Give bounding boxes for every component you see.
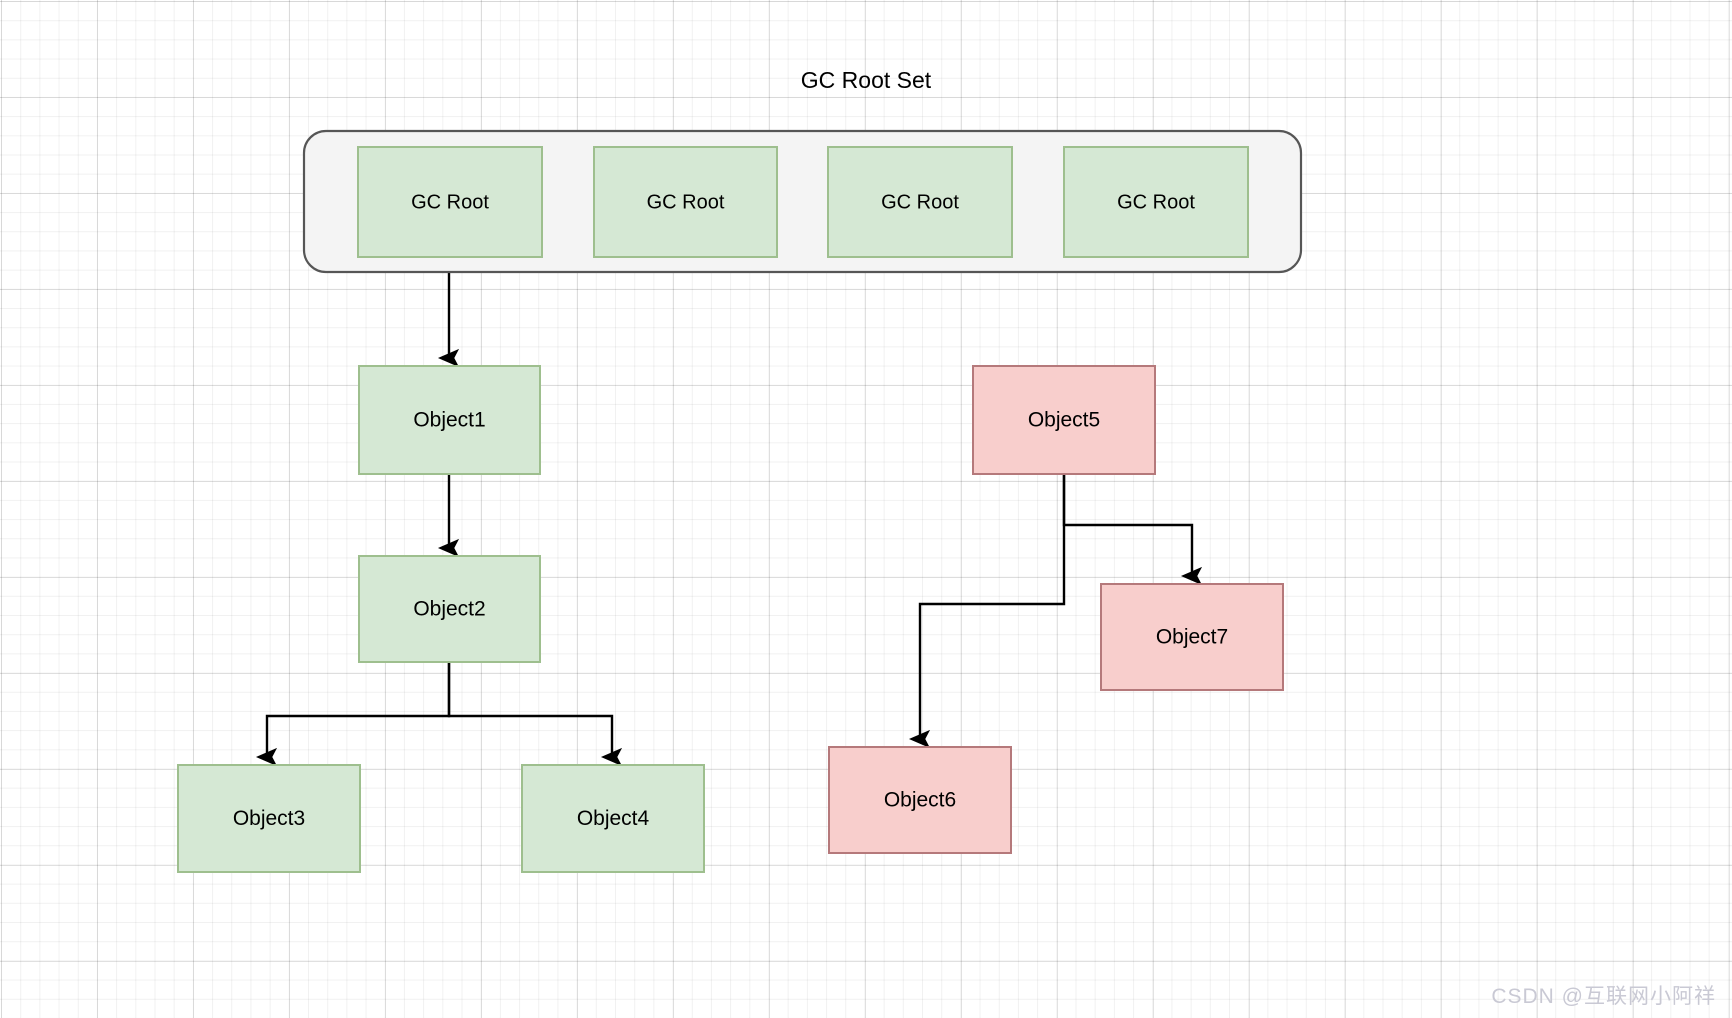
- node-object5[interactable]: Object5: [972, 365, 1156, 475]
- node-object4[interactable]: Object4: [521, 764, 705, 873]
- gc-root-set-layer: [302, 129, 1303, 274]
- node-object5-box: [972, 365, 1156, 475]
- node-object5-label: Object5: [1028, 409, 1100, 432]
- edge-object5-object6[interactable]: [908, 474, 1066, 749]
- node-object2-box: [358, 555, 541, 663]
- edges-layer: [255, 257, 1203, 767]
- node-object6[interactable]: Object6: [828, 746, 1012, 854]
- node-object4-label: Object4: [577, 807, 650, 830]
- node-object2[interactable]: Object2: [358, 555, 541, 663]
- node-object7-box: [1100, 583, 1284, 691]
- node-object7[interactable]: Object7: [1100, 583, 1284, 691]
- node-object4-box: [521, 764, 705, 873]
- gc-root-gcroot2[interactable]: GC Root: [593, 146, 778, 258]
- gc-root-gcroot3[interactable]: GC Root: [827, 146, 1013, 258]
- gc-root-gcroot4-box: [1063, 146, 1249, 258]
- gc-root-gcroot2-box: [593, 146, 778, 258]
- gc-root-gcroot4-label: GC Root: [1117, 191, 1195, 213]
- node-object3-box: [177, 764, 361, 873]
- gc-root-gcroot1[interactable]: GC Root: [357, 146, 543, 258]
- edge-object2-object4[interactable]: [447, 662, 623, 767]
- edge-object5-object7[interactable]: [1062, 474, 1203, 586]
- edge-object2-object3[interactable]: [255, 662, 451, 767]
- node-object7-label: Object7: [1156, 626, 1228, 649]
- node-object1-label: Object1: [413, 409, 485, 432]
- gc-root-gcroot3-label: GC Root: [881, 191, 959, 213]
- csdn-watermark: CSDN @互联网小阿祥: [1491, 985, 1716, 1008]
- gc-root-gcroot2-label: GC Root: [647, 191, 725, 213]
- node-object1[interactable]: Object1: [358, 365, 541, 475]
- node-object6-label: Object6: [884, 789, 956, 812]
- node-object2-label: Object2: [413, 598, 485, 621]
- gc-root-gcroot3-box: [827, 146, 1013, 258]
- gc-root-gcroot1-box: [357, 146, 543, 258]
- gc-root-gcroot1-label: GC Root: [411, 191, 489, 213]
- gc-root-gcroot4[interactable]: GC Root: [1063, 146, 1249, 258]
- gc-root-set-container[interactable]: [302, 129, 1303, 274]
- node-object1-box: [358, 365, 541, 475]
- node-object3[interactable]: Object3: [177, 764, 361, 873]
- node-object6-box: [828, 746, 1012, 854]
- diagram-title: GC Root Set: [801, 67, 932, 93]
- node-object3-label: Object3: [233, 807, 305, 830]
